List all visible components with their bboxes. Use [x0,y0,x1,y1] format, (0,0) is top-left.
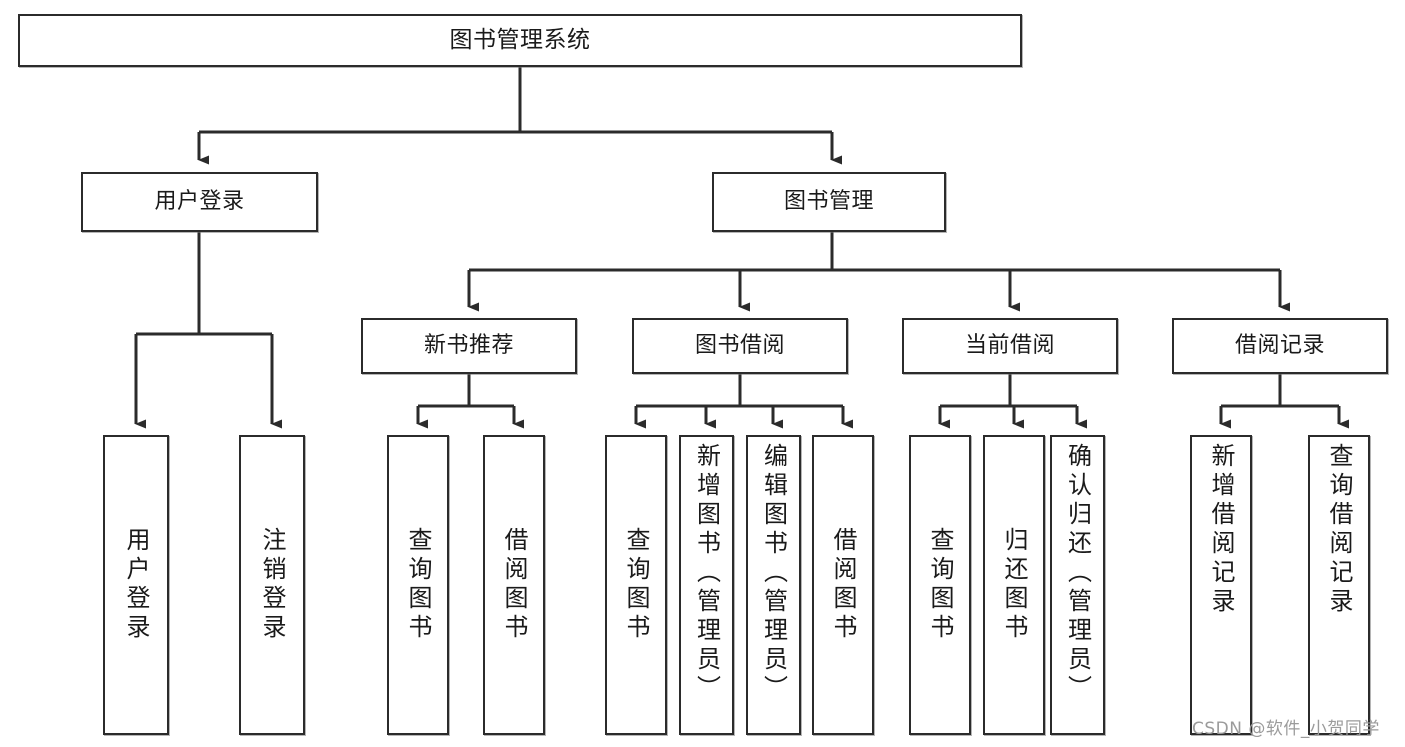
node-current-borrow-label: 当前借阅 [964,333,1055,359]
watermark-text: CSDN @软件_小贺同学 [1192,719,1380,739]
node-leaf-add-record-label: 新增借阅记录 [1207,443,1235,617]
node-user-login[interactable]: 用户登录 [81,172,318,232]
node-root[interactable]: 图书管理系统 [18,14,1022,67]
node-leaf-edit-book[interactable]: 编辑图书（管理员） [746,435,801,735]
node-new-book-rec-label: 新书推荐 [423,333,514,359]
node-leaf-user-login[interactable]: 用户登录 [103,435,169,735]
node-leaf-query-book-2[interactable]: 查询图书 [605,435,667,735]
node-leaf-user-logout[interactable]: 注销登录 [239,435,305,735]
node-book-manage[interactable]: 图书管理 [712,172,946,232]
node-book-borrow-label: 图书借阅 [694,333,785,359]
node-leaf-user-logout-label: 注销登录 [258,527,286,643]
node-leaf-query-record[interactable]: 查询借阅记录 [1308,435,1370,735]
node-leaf-return-book-label: 归还图书 [1000,527,1028,643]
node-leaf-query-book-3[interactable]: 查询图书 [909,435,971,735]
node-user-login-label: 用户登录 [154,189,245,215]
node-leaf-query-record-label: 查询借阅记录 [1325,443,1353,617]
node-leaf-confirm-return[interactable]: 确认归还（管理员） [1050,435,1105,735]
node-current-borrow[interactable]: 当前借阅 [902,318,1118,374]
node-borrow-record-label: 借阅记录 [1234,333,1325,359]
node-leaf-add-record[interactable]: 新增借阅记录 [1190,435,1252,735]
node-leaf-borrow-book-1-label: 借阅图书 [500,527,528,643]
node-leaf-query-book-1-label: 查询图书 [404,527,432,643]
node-leaf-borrow-book-1[interactable]: 借阅图书 [483,435,545,735]
node-book-manage-label: 图书管理 [783,189,874,215]
node-leaf-return-book[interactable]: 归还图书 [983,435,1045,735]
node-borrow-record[interactable]: 借阅记录 [1172,318,1388,374]
node-leaf-user-login-label: 用户登录 [122,527,150,643]
node-new-book-rec[interactable]: 新书推荐 [361,318,577,374]
node-leaf-add-book[interactable]: 新增图书（管理员） [679,435,734,735]
node-leaf-confirm-return-label: 确认归还（管理员） [1063,443,1092,704]
node-leaf-add-book-label: 新增图书（管理员） [692,443,721,704]
node-leaf-query-book-3-label: 查询图书 [926,527,954,643]
node-leaf-query-book-1[interactable]: 查询图书 [387,435,449,735]
node-book-borrow[interactable]: 图书借阅 [632,318,848,374]
node-leaf-query-book-2-label: 查询图书 [622,527,650,643]
node-root-label: 图书管理系统 [449,26,591,53]
node-leaf-edit-book-label: 编辑图书（管理员） [759,443,788,704]
node-leaf-borrow-book-2-label: 借阅图书 [829,527,857,643]
node-leaf-borrow-book-2[interactable]: 借阅图书 [812,435,874,735]
